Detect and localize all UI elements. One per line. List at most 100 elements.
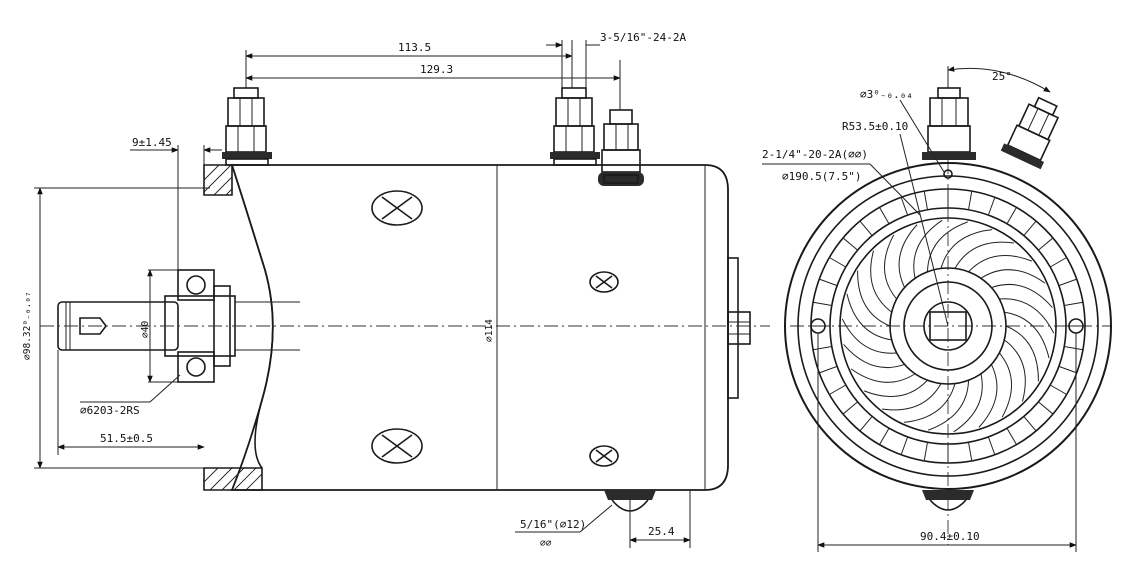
dim-dia-40-label: ⌀40: [140, 321, 151, 338]
bolt-circle-label: ⌀190.5(7.5"): [782, 170, 861, 183]
fan-blade: [1004, 311, 1050, 359]
outer-housing: [784, 162, 1112, 490]
thread-terminal-label: 3-5/16"-24-2A: [600, 31, 686, 44]
dim-51-5: 51.5±0.5: [57, 350, 205, 455]
radius-label: R53.5±0.10: [842, 120, 908, 133]
ring-segment: [1023, 416, 1037, 432]
ring-segment: [1049, 257, 1067, 268]
dim-dia-98: ⌀98.32⁰₋₀.₀₇: [22, 187, 210, 469]
ring-segment: [819, 278, 838, 287]
fan-blade: [1005, 325, 1039, 382]
dim-25-4-label: 25.4: [648, 525, 675, 538]
fan-blade: [978, 364, 998, 428]
ring-segment: [967, 190, 973, 210]
brush-ring: [811, 189, 1085, 463]
radius-callout: R53.5±0.10: [842, 120, 949, 327]
ring-segment: [900, 436, 909, 455]
ring-segment: [1038, 401, 1054, 415]
ring-segment: [842, 401, 858, 415]
screw-mark-3: [589, 271, 619, 293]
dim-51-5-label: 51.5±0.5: [100, 432, 153, 445]
fan-blade: [928, 380, 970, 431]
fan-blade: [980, 269, 1046, 284]
dim-9-45-label: 9±1.45: [132, 136, 172, 149]
ring-segment: [1038, 237, 1054, 251]
dim-dia-98-label: ⌀98.32⁰₋₀.₀₇: [22, 291, 33, 360]
fan-blade: [991, 284, 1053, 308]
dim-129-3: 129.3: [245, 60, 621, 110]
fan-blade: [850, 368, 916, 383]
bearing-label: ⌀6203-2RS: [80, 404, 140, 417]
bottom-bolt: [604, 490, 656, 515]
ring-segment: [829, 384, 847, 395]
ring-segment: [1058, 278, 1077, 287]
dim-dia-114-label: ⌀114: [484, 319, 495, 342]
ring-segment: [923, 190, 929, 210]
fan-blade: [843, 344, 905, 368]
terminal-middle: [550, 87, 600, 166]
bolt-callout: 5/16"(⌀12) ⌀⌀: [515, 504, 613, 549]
thread-mount-label: 2-1/4"-20-2A(⌀⌀): [762, 148, 868, 161]
fan-blade: [846, 293, 892, 341]
dim-113-5-label: 113.5: [398, 41, 431, 54]
dim-thread-terminal: 3-5/16"-24-2A: [546, 31, 686, 88]
ring-segment: [1064, 301, 1084, 307]
bolt-label-bottom: ⌀⌀: [540, 538, 552, 549]
ring-segment: [812, 345, 832, 351]
ring-segment: [1064, 345, 1084, 351]
dim-25-4: 25.4: [629, 490, 691, 548]
ring-segment: [879, 427, 890, 445]
fan-blade: [857, 270, 891, 327]
end-cap-nut: [727, 257, 739, 399]
end-terminal-top: [922, 87, 976, 160]
front-flange-top: [203, 164, 233, 196]
ring-segment: [923, 442, 929, 462]
cooling-fan: [839, 217, 1057, 435]
screw-mark-2: [371, 428, 423, 464]
fan-blade: [998, 352, 1013, 418]
end-terminal-angled: [1000, 96, 1060, 170]
dim-113-5: 113.5: [245, 40, 573, 88]
screw-mark-1: [371, 190, 423, 226]
dim-9-45: 9±1.45: [130, 136, 222, 270]
fan-blade: [1004, 339, 1026, 402]
fan-blade: [968, 255, 1033, 273]
fan-blade: [883, 234, 898, 300]
angle-callout: 25°: [947, 66, 1051, 93]
ring-segment: [859, 220, 873, 236]
ring-segment: [1049, 384, 1067, 395]
ring-segment: [1006, 427, 1017, 445]
fan-blade: [898, 224, 918, 288]
ring-segment: [819, 365, 838, 374]
ring-segment: [1058, 365, 1077, 374]
thread-mount-callout: 2-1/4"-20-2A(⌀⌀) ⌀190.5(7.5"): [762, 148, 921, 216]
screw-mark-4: [589, 445, 619, 467]
fan-blade: [954, 241, 1014, 269]
front-flange-bottom: [203, 467, 263, 491]
small-dia-label: ⌀3⁰₋₀.₀₄: [860, 88, 913, 101]
fan-blade: [870, 250, 892, 313]
fan-blade: [863, 379, 928, 397]
end-bottom-bolt: [922, 490, 974, 511]
fan-blade: [903, 383, 956, 423]
dim-90-4: 90.4±0.10: [817, 333, 1077, 552]
fan-blade: [841, 318, 897, 354]
ring-segment: [967, 442, 973, 462]
bolt-label-top: 5/16"(⌀12): [520, 518, 586, 531]
ring-segment: [1023, 220, 1037, 236]
dim-90-4-label: 90.4±0.10: [920, 530, 980, 543]
fan-blade: [940, 229, 993, 269]
end-view: 2-1/4"-20-2A(⌀⌀) ⌀190.5(7.5") R53.5±0.10…: [762, 66, 1112, 552]
small-hole-top: [943, 169, 953, 179]
terminal-small: [598, 109, 644, 186]
ring-segment: [842, 237, 858, 251]
terminal-left: [222, 87, 272, 166]
dim-129-3-label: 129.3: [420, 63, 453, 76]
angle-label: 25°: [992, 70, 1012, 83]
ring-segment: [829, 257, 847, 268]
fan-blade: [882, 383, 942, 411]
ring-segment: [812, 301, 832, 307]
side-view: 113.5 129.3 3-5/16"-24-2A 9±1.45: [22, 31, 770, 549]
ring-segment: [1006, 207, 1017, 225]
bearing-callout: ⌀6203-2RS: [80, 374, 181, 417]
